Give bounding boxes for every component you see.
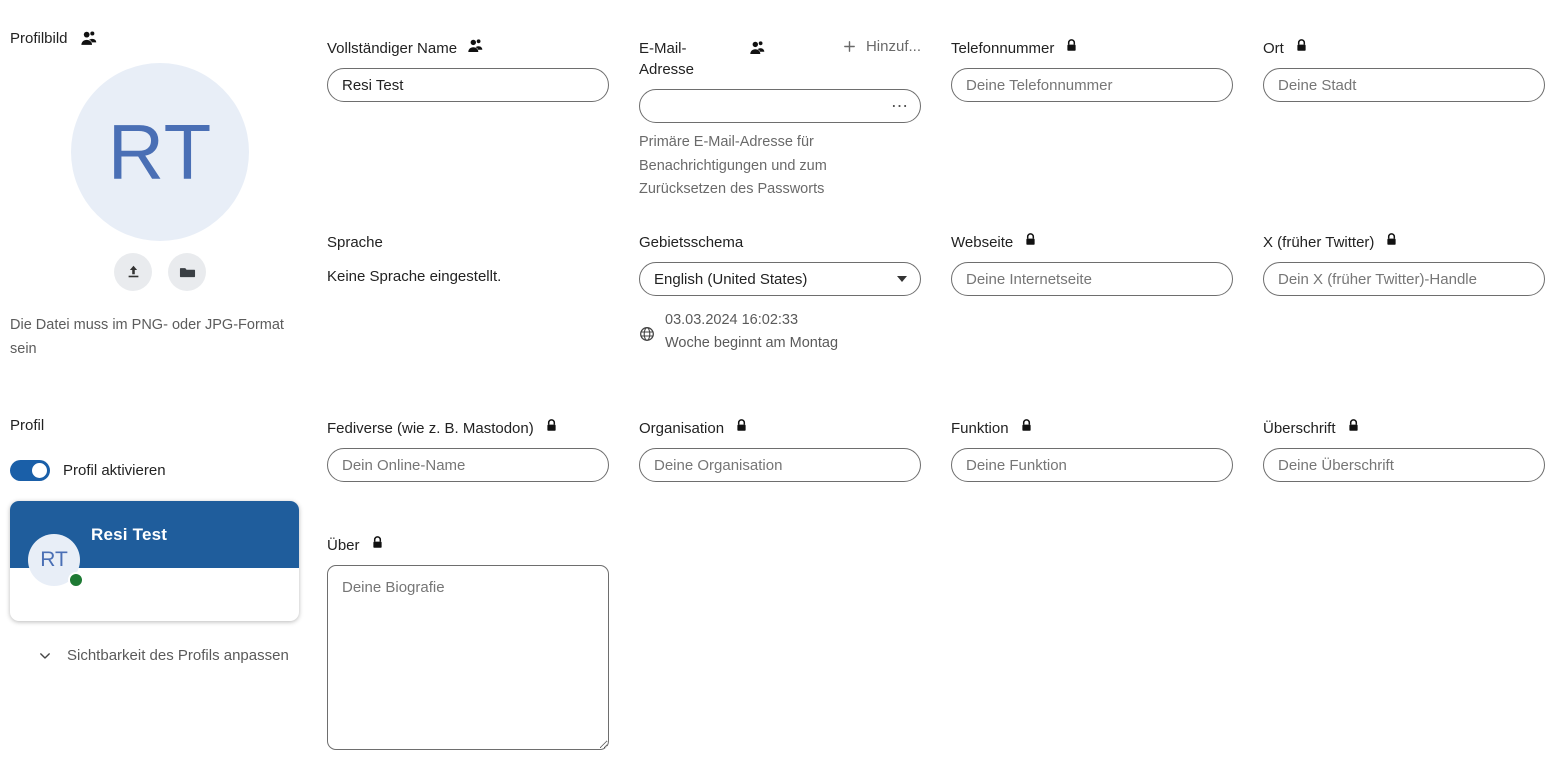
language-field: Sprache Keine Sprache eingestellt. [327,232,609,287]
organisation-input[interactable] [639,448,921,482]
file-format-note: Die Datei muss im PNG- oder JPG-Format s… [10,317,284,357]
website-input[interactable] [951,262,1233,296]
plus-icon [842,39,857,54]
email-label: E-Mail-Adresse [639,40,695,78]
full-name-label-row: Vollständiger Name [327,38,609,59]
lock-icon [734,418,749,433]
twitter-input[interactable] [1263,262,1545,296]
chevron-down-icon [38,649,52,663]
language-label: Sprache [327,234,383,251]
role-field: Funktion [951,418,1233,482]
headline-label: Überschrift [1263,420,1336,437]
website-label: Webseite [951,234,1014,251]
profile-picture-label: Profilbild [10,30,68,47]
website-label-row: Webseite [951,232,1233,253]
website-field: Webseite [951,232,1233,296]
location-field: Ort [1263,38,1545,102]
profile-visibility-toggle[interactable]: Sichtbarkeit des Profils anpassen [38,647,310,664]
add-email-label: Hinzuf... [865,38,921,55]
role-label-row: Funktion [951,418,1233,439]
language-label-row: Sprache [327,232,609,253]
profile-section: Profil Profil aktivieren Resi Test RT Si… [10,415,310,664]
email-input[interactable] [639,89,921,123]
lock-icon [1064,38,1079,53]
phone-label-row: Telefonnummer [951,38,1233,59]
about-textarea[interactable] [327,565,609,750]
locale-label-row: Gebietsschema [639,232,921,253]
avatar-large: RT [71,63,249,241]
lock-icon [1346,418,1361,433]
fediverse-label-row: Fediverse (wie z. B. Mastodon) [327,418,609,439]
toggle-knob [32,463,47,478]
contacts-icon [80,30,97,47]
avatar-actions [10,253,310,291]
fediverse-label: Fediverse (wie z. B. Mastodon) [327,420,534,437]
enable-profile-row: Profil aktivieren [10,460,310,481]
twitter-field: X (früher Twitter) [1263,232,1545,296]
locale-select[interactable]: English (United States) [639,262,921,296]
enable-profile-label: Profil aktivieren [63,462,166,479]
twitter-label: X (früher Twitter) [1263,234,1375,251]
lock-icon [1294,38,1309,53]
add-email-button[interactable]: Hinzuf... [842,38,921,55]
choose-from-files-button[interactable] [168,253,206,291]
full-name-label: Vollständiger Name [327,40,458,57]
profile-picture-header: Profilbild [10,28,310,49]
folder-icon [179,264,196,281]
email-input-wrap: ⋯ [639,89,921,123]
phone-field: Telefonnummer [951,38,1233,102]
lock-icon [1019,418,1034,433]
phone-input[interactable] [951,68,1233,102]
about-field: Über [327,535,609,754]
contacts-icon [467,38,483,54]
profile-picture-section: Profilbild RT [10,28,310,361]
role-label: Funktion [951,420,1009,437]
profile-card-name: Resi Test [91,524,168,544]
full-name-field: Vollständiger Name [327,38,609,102]
profile-card-avatar: RT [28,534,80,586]
about-label-row: Über [327,535,609,556]
locale-select-wrap: English (United States) [639,262,921,296]
contacts-icon [749,40,765,56]
lock-icon [1384,232,1399,247]
profile-preview-card[interactable]: Resi Test RT [10,501,299,621]
locale-field: Gebietsschema English (United States) 03… [639,232,921,355]
full-name-input[interactable] [327,68,609,102]
locale-label: Gebietsschema [639,234,744,251]
organisation-label-row: Organisation [639,418,921,439]
phone-label: Telefonnummer [951,40,1055,57]
online-status-dot [68,572,84,588]
organisation-label: Organisation [639,420,725,437]
twitter-label-row: X (früher Twitter) [1263,232,1545,253]
profile-heading: Profil [10,417,45,434]
ellipsis-icon[interactable]: ⋯ [891,96,909,116]
lock-icon [544,418,559,433]
role-input[interactable] [951,448,1233,482]
organisation-field: Organisation [639,418,921,482]
fediverse-input[interactable] [327,448,609,482]
lock-icon [1023,232,1038,247]
globe-icon [639,312,655,355]
locale-week-start: Woche beginnt am Montag [665,335,839,351]
email-help-text: Primäre E-Mail-Adresse für Benachrichtig… [639,134,827,197]
enable-profile-toggle[interactable] [10,460,50,481]
headline-field: Überschrift [1263,418,1545,482]
language-value: Keine Sprache eingestellt. [327,268,502,285]
upload-picture-button[interactable] [114,253,152,291]
email-field: E-Mail-Adresse Hinzuf... ⋯ [639,38,921,202]
about-label: Über [327,537,360,554]
headline-input[interactable] [1263,448,1545,482]
upload-icon [125,264,142,281]
email-label-row: E-Mail-Adresse Hinzuf... [639,38,921,80]
locale-meta-lines: 03.03.2024 16:02:33 Woche beginnt am Mon… [665,309,838,355]
location-label: Ort [1263,40,1284,57]
headline-label-row: Überschrift [1263,418,1545,439]
location-label-row: Ort [1263,38,1545,59]
location-input[interactable] [1263,68,1545,102]
locale-meta: 03.03.2024 16:02:33 Woche beginnt am Mon… [639,309,921,355]
lock-icon [370,535,385,550]
locale-example-datetime: 03.03.2024 16:02:33 [665,312,799,328]
profile-visibility-label: Sichtbarkeit des Profils anpassen [67,647,289,664]
fediverse-field: Fediverse (wie z. B. Mastodon) [327,418,609,482]
